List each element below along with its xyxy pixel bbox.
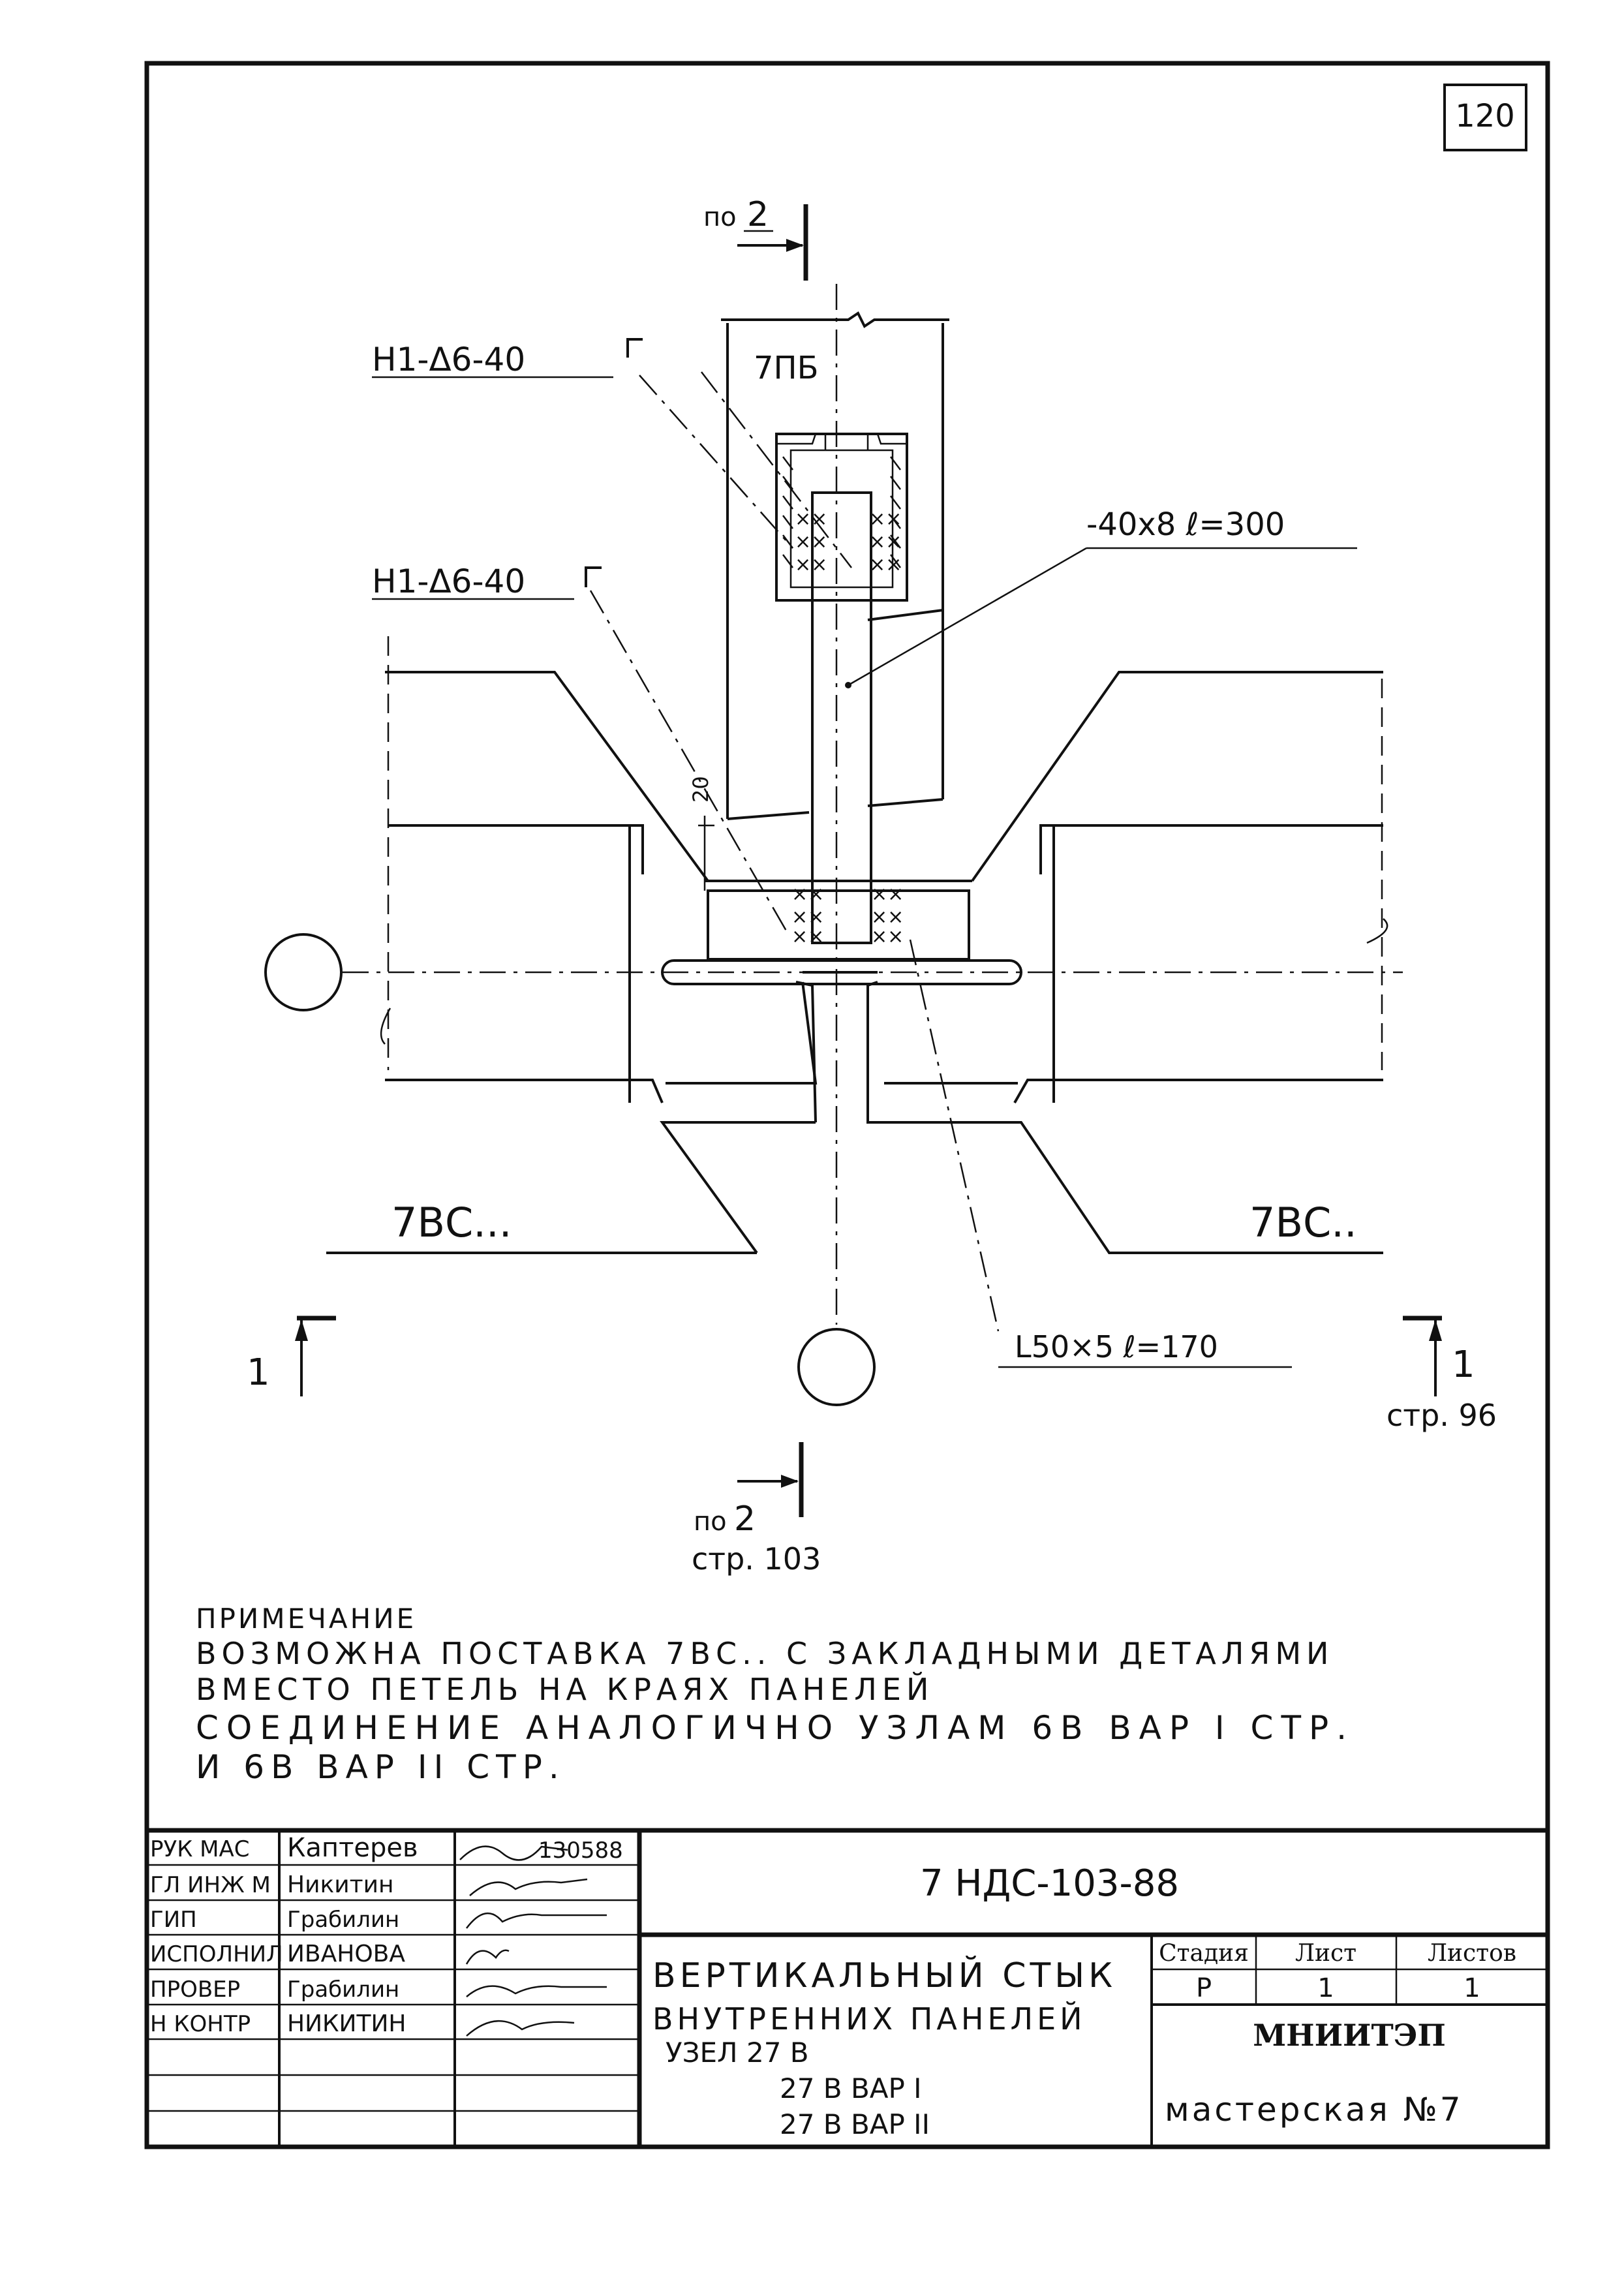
svg-text:××: ×× xyxy=(871,925,904,948)
section-bottom-page: стр. 103 xyxy=(692,1541,821,1577)
sheets-value: 1 xyxy=(1463,1973,1480,2003)
svg-text:××: ×× xyxy=(791,906,824,929)
leader-weld-1a xyxy=(701,371,852,568)
section-top-label: по xyxy=(703,202,737,232)
svg-text:××: ×× xyxy=(791,883,824,906)
svg-text:××: ×× xyxy=(869,508,902,531)
svg-text:××: ×× xyxy=(869,531,902,553)
angle-label: L50×5 ℓ=170 xyxy=(1015,1329,1218,1364)
cut-page-ref: стр. 96 xyxy=(1387,1398,1497,1433)
bearing-block xyxy=(707,889,970,961)
name-1: Каптерев xyxy=(287,1833,418,1863)
organization: МНИИТЭП xyxy=(1253,2018,1446,2053)
section-bottom-number: 2 xyxy=(734,1500,756,1539)
section-bottom-label: по xyxy=(694,1507,727,1537)
leader-weld-1b xyxy=(639,375,793,549)
cut-label-right: 1 xyxy=(1452,1344,1475,1386)
document-code: 7 НДС-103-88 xyxy=(920,1862,1179,1905)
section-top-number: 2 xyxy=(747,195,769,234)
leader-angle xyxy=(909,939,1000,1332)
gap-dimension: 20 xyxy=(688,776,713,803)
note-block: ПРИМЕЧАНИЕ ВОЗМОЖНА ПОСТАВКА 7ВС.. С ЗАК… xyxy=(196,1603,1355,1786)
title-block: РУК МАС ГЛ ИНЖ М ГИП ИСПОЛНИЛ ПРОВЕР Н К… xyxy=(147,1828,1548,2147)
sheet-value: 1 xyxy=(1317,1973,1334,2003)
right-panel-top xyxy=(971,671,1383,882)
svg-text:××: ×× xyxy=(871,906,904,929)
role-6: Н КОНТР xyxy=(150,2011,251,2037)
left-panel-top xyxy=(385,671,709,882)
axis-marker-left xyxy=(264,933,343,1011)
role-4: ИСПОЛНИЛ xyxy=(150,1941,283,1967)
left-panel-label: 7ВС... xyxy=(391,1199,512,1246)
note-line-1: ВОЗМОЖНА ПОСТАВКА 7ВС.. С ЗАКЛАДНЫМИ ДЕТ… xyxy=(196,1636,1334,1671)
role-2: ГЛ ИНЖ М xyxy=(150,1872,271,1898)
role-3: ГИП xyxy=(150,1907,197,1933)
node-line-1: УЗЕЛ 27 В xyxy=(666,2037,809,2069)
stage-value: Р xyxy=(1196,1973,1212,2003)
name-5: Грабилин xyxy=(287,1977,399,2003)
stage-header: Стадия xyxy=(1159,1940,1249,1967)
steel-plate xyxy=(811,491,872,944)
node-line-2: 27 В ВАР I xyxy=(780,2072,922,2104)
sheet-header: Лист xyxy=(1295,1940,1356,1967)
svg-text:××: ×× xyxy=(795,531,827,553)
note-heading: ПРИМЕЧАНИЕ xyxy=(196,1603,416,1635)
workshop: мастерская №7 xyxy=(1165,2091,1463,2129)
title-line-2: ВНУТРЕННИХ ПАНЕЛЕЙ xyxy=(652,2001,1086,2037)
svg-text:××: ×× xyxy=(791,925,824,948)
name-4: ИВАНОВА xyxy=(287,1941,405,1967)
svg-text:××: ×× xyxy=(869,553,902,576)
beam-break-line xyxy=(721,311,949,328)
name-6: НИКИТИН xyxy=(287,2010,406,2037)
leader-weld-2 xyxy=(589,590,791,937)
sheet-number-box xyxy=(1443,84,1527,151)
weld-marks-lower: ×××××× ×××××× xyxy=(791,883,904,948)
embedded-sleeve xyxy=(775,433,908,602)
date: 130588 xyxy=(538,1838,623,1864)
leader-plate xyxy=(848,547,1087,686)
weld-label-upper: Н1-Δ6-40 xyxy=(372,341,525,378)
note-line-3: СОЕДИНЕНИЕ АНАЛОГИЧНО УЗЛАМ 6В ВАР I СТР… xyxy=(196,1709,1355,1747)
axis-marker-bottom xyxy=(797,1328,876,1406)
steel-angle-section xyxy=(661,959,1022,985)
node-line-3: 27 В ВАР II xyxy=(780,2108,930,2140)
sheets-header: Листов xyxy=(1428,1940,1516,1967)
sleeve-hatching xyxy=(782,456,901,568)
role-1: РУК МАС xyxy=(150,1836,250,1862)
weld-marks-upper: ×××××× ×××××× xyxy=(795,508,902,576)
svg-text:××: ×× xyxy=(871,883,904,906)
svg-text:××: ×× xyxy=(795,508,827,531)
sheet-number: 120 xyxy=(1455,98,1515,134)
note-line-4: И 6В ВАР II СТР. xyxy=(196,1748,566,1786)
beam-label: 7ПБ xyxy=(754,350,819,386)
cut-label-left: 1 xyxy=(247,1351,270,1394)
joint-drawing: по 2 7ПБ ×××× xyxy=(247,195,1497,1577)
name-3: Грабилин xyxy=(287,1907,399,1933)
note-line-2: ВМЕСТО ПЕТЕЛЬ НА КРАЯХ ПАНЕЛЕЙ xyxy=(196,1672,934,1707)
plate-label: -40х8 ℓ=300 xyxy=(1086,506,1285,543)
right-panel-label: 7ВС.. xyxy=(1249,1199,1357,1246)
title-line-1: ВЕРТИКАЛЬНЫЙ СТЫК xyxy=(652,1956,1116,1995)
svg-text:××: ×× xyxy=(795,553,827,576)
weld-label-lower: Н1-Δ6-40 xyxy=(372,562,525,600)
role-5: ПРОВЕР xyxy=(150,1977,240,2003)
sheet-frame xyxy=(144,61,1550,2149)
section-arrowhead-top xyxy=(786,239,804,252)
signatures xyxy=(459,1845,607,2037)
name-2: Никитин xyxy=(287,1871,394,1898)
section-arrowhead-bottom xyxy=(781,1475,799,1488)
